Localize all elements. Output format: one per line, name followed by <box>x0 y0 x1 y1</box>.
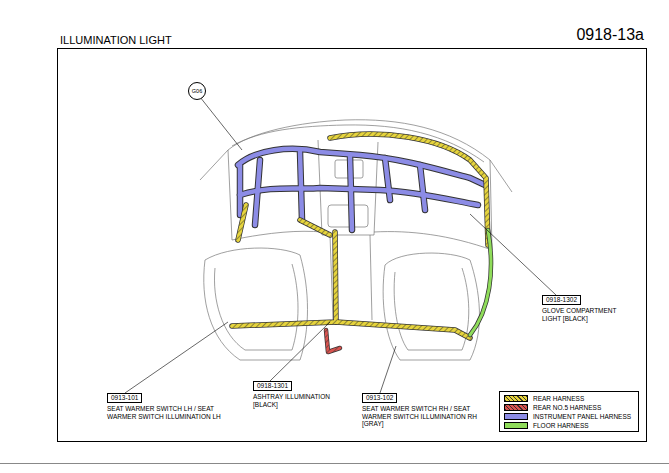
legend-row: INSTRUMENT PANEL HARNESS <box>504 412 638 421</box>
legend-text: REAR HARNESS <box>533 395 584 402</box>
ground-point: G06 <box>188 82 206 100</box>
callout-box: 0913-102SEAT WARMER SWITCH RH / SEAT WAR… <box>362 393 397 403</box>
legend-text: INSTRUMENT PANEL HARNESS <box>533 413 631 420</box>
legend-row: FLOOR HARNESS <box>504 421 638 430</box>
page-number: 0918-13a <box>576 26 644 44</box>
legend-swatch <box>504 422 528 429</box>
ground-label: G06 <box>192 88 202 94</box>
legend-text: REAR NO.5 HARNESS <box>533 404 601 411</box>
callout-box: 0918-1302GLOVE COMPARTMENT LIGHT [BLACK] <box>542 295 581 305</box>
legend-row: REAR HARNESS <box>504 394 638 403</box>
part-name: GLOVE COMPARTMENT LIGHT [BLACK] <box>542 307 637 322</box>
callout-number: 0918-1302 <box>546 296 577 303</box>
part-name: SEAT WARMER SWITCH LH / SEAT WARMER SWIT… <box>107 405 232 420</box>
part-name: SEAT WARMER SWITCH RH / SEAT WARMER SWIT… <box>362 405 490 428</box>
callout-number: 0918-1301 <box>257 382 288 389</box>
part-name: ASHTRAY ILLUMINATION [BLACK] <box>253 393 331 408</box>
callout-box: 0913-101SEAT WARMER SWITCH LH / SEAT WAR… <box>107 393 142 403</box>
callout-box: 0918-1301ASHTRAY ILLUMINATION [BLACK] <box>253 381 292 391</box>
legend-swatch <box>504 404 528 411</box>
legend-swatch <box>504 413 528 420</box>
legend-swatch <box>504 395 528 402</box>
legend-row: REAR NO.5 HARNESS <box>504 403 638 412</box>
legend-box: REAR HARNESS REAR NO.5 HARNESS INSTRUMENT … <box>499 391 639 432</box>
callout-number: 0913-101 <box>111 394 138 401</box>
page-title: ILLUMINATION LIGHT <box>60 34 172 46</box>
callout-number: 0913-102 <box>366 394 393 401</box>
legend-text: FLOOR HARNESS <box>533 422 589 429</box>
